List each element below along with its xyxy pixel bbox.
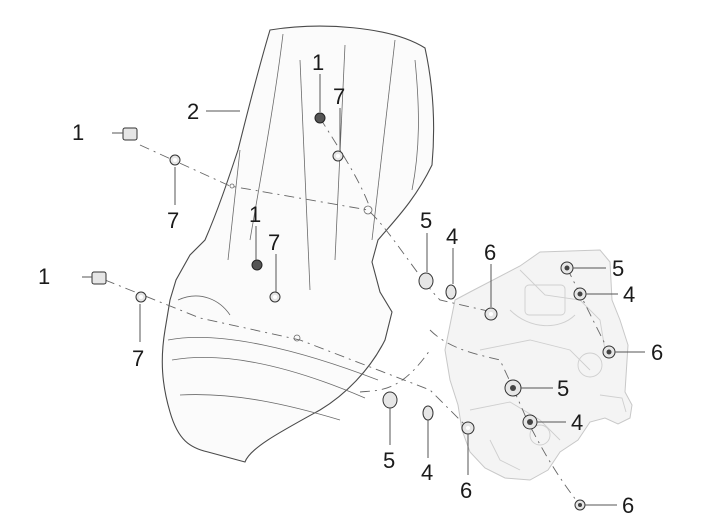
grommet-4-bottom — [422, 405, 434, 421]
callout-5-a: 5 — [420, 208, 432, 233]
grommet-4-right-top — [573, 287, 587, 301]
callout-6-bottom-right: 6 — [622, 493, 634, 518]
grommet-4-a — [445, 284, 457, 300]
callout-5-center: 5 — [557, 376, 569, 401]
callout-2: 2 — [187, 99, 199, 124]
callout-1-mid: 1 — [249, 202, 261, 227]
screw-1-top — [314, 112, 326, 124]
spacer-5-center — [504, 379, 522, 397]
mounting-bracket — [444, 249, 633, 481]
nut-6-bottom-right — [574, 499, 586, 511]
callout-1-top: 1 — [312, 50, 324, 75]
leader-lines — [139, 74, 645, 506]
callout-7-left-lower: 7 — [132, 346, 144, 371]
screw-1-upper-left — [112, 127, 138, 141]
nut-6-right-mid — [602, 345, 616, 359]
callout-5-bottom: 5 — [383, 448, 395, 473]
washer-7-lower-left — [135, 291, 147, 303]
nut-6-bottom — [461, 421, 475, 435]
spacer-5-bottom — [382, 391, 398, 409]
callout-4-right-top: 4 — [623, 282, 635, 307]
washer-7-mid — [269, 291, 281, 303]
washer-7-top — [332, 150, 344, 162]
callout-7-mid: 7 — [268, 230, 280, 255]
callout-6-right-mid: 6 — [651, 340, 663, 365]
callout-1-left-lower: 1 — [38, 264, 50, 289]
nut-6-a — [484, 307, 498, 321]
spacer-5-a — [418, 272, 434, 290]
callout-4-center: 4 — [571, 410, 583, 435]
callout-4-bottom: 4 — [421, 460, 433, 485]
callout-1-left-upper: 1 — [72, 120, 84, 145]
callout-7-left-upper: 7 — [167, 208, 179, 233]
callout-7-top: 7 — [333, 84, 345, 109]
windshield — [161, 25, 435, 463]
screw-1-lower-left — [82, 271, 107, 285]
spacer-5-right-top — [560, 261, 574, 275]
callout-6-a: 6 — [484, 240, 496, 265]
callout-5-right-top: 5 — [612, 256, 624, 281]
grommet-4-center — [522, 414, 538, 430]
screw-1-mid — [251, 259, 263, 271]
washer-7-upper-left — [169, 154, 181, 166]
callout-6-bottom: 6 — [460, 478, 472, 503]
callout-4-a: 4 — [446, 224, 458, 249]
